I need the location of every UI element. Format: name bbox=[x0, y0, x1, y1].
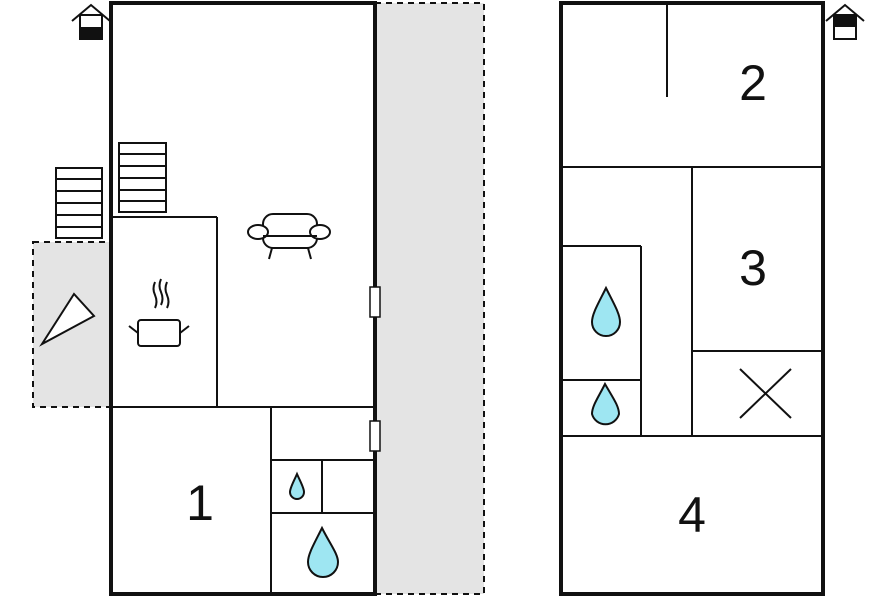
ground-floor-outline bbox=[109, 1, 377, 596]
room-label-2: 2 bbox=[739, 55, 767, 111]
terrace-shade-icon bbox=[39, 292, 96, 347]
stairs-icon bbox=[55, 167, 103, 239]
stairs-icon bbox=[118, 142, 167, 213]
ground-floor: 1 bbox=[32, 1, 485, 596]
toilet-icon bbox=[590, 381, 621, 426]
room-label-3: 3 bbox=[739, 240, 767, 296]
shower-icon bbox=[590, 285, 622, 337]
ground-floor-walls bbox=[111, 216, 375, 594]
kitchen-pot-icon bbox=[128, 278, 190, 347]
void-cross-icon bbox=[739, 368, 792, 419]
upper-floor-walls bbox=[561, 3, 823, 437]
door-icon bbox=[369, 286, 381, 318]
upper-floor: 2 3 4 bbox=[559, 1, 865, 596]
door-icon bbox=[369, 420, 381, 452]
shower-icon bbox=[306, 525, 340, 578]
room-label-1: 1 bbox=[186, 475, 214, 531]
sofa-icon bbox=[247, 213, 331, 260]
house-upper-floor-icon bbox=[825, 3, 865, 40]
toilet-icon bbox=[288, 471, 306, 500]
outdoor-terrace-right bbox=[374, 2, 485, 595]
room-label-4: 4 bbox=[678, 487, 706, 543]
house-ground-floor-icon bbox=[71, 3, 111, 40]
